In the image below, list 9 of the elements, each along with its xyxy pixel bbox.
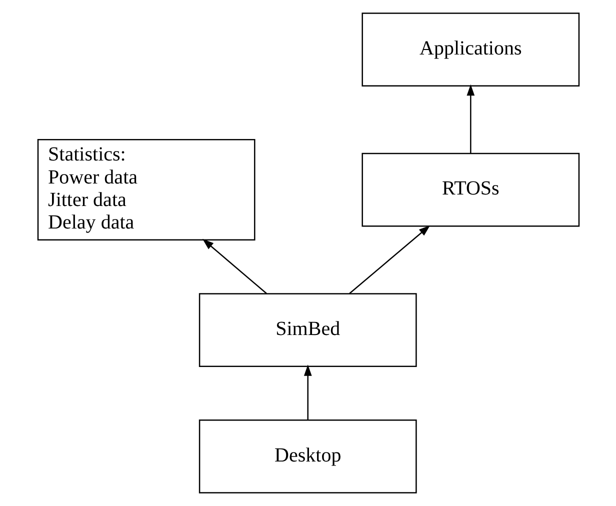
arrow — [348, 225, 430, 294]
node-box: RTOSs — [361, 152, 580, 227]
arrow — [466, 84, 474, 154]
node-box: Applications — [361, 12, 580, 86]
arrow — [303, 364, 312, 420]
arrow — [202, 238, 267, 294]
node-box: Desktop — [198, 420, 416, 494]
node-box: Statistics: Power data Jitter data Delay data — [36, 139, 255, 240]
node-box: SimBed — [198, 293, 416, 367]
